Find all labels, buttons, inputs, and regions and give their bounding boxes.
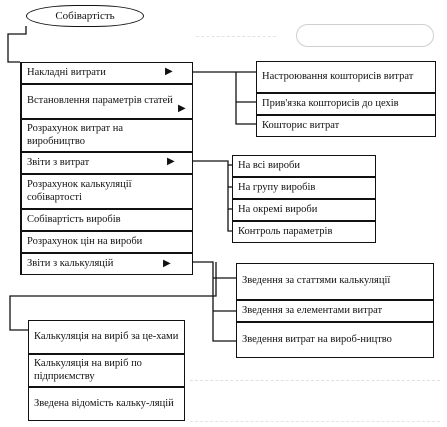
menu-item-product-cost-label: Собівартість виробів xyxy=(27,213,121,225)
menu-item-calc-cost[interactable]: Розрахунок калькуляції собівартості xyxy=(20,174,193,209)
submenu-item-summary-by-elements-label: Зведення за елементами витрат xyxy=(242,304,383,316)
submenu-item-estimate-binding-label: Прив'язка кошторисів до цехів xyxy=(262,97,399,109)
menu-item-article-params[interactable]: Встановлення параметрів статей xyxy=(20,84,193,119)
submenu-item-calc-by-enterprise-label: Калькуляція на виріб по підприємству xyxy=(34,358,142,382)
submenu-item-all-products-label: На всі вироби xyxy=(238,159,301,171)
submenu-item-product-group[interactable]: На групу виробів xyxy=(232,177,376,199)
submenu-item-summary-by-elements[interactable]: Зведення за елементами витрат xyxy=(236,300,434,322)
submenu-item-calc-by-workshops-label: Калькуляція на виріб за це-хами xyxy=(34,330,179,342)
submenu-item-param-control-label: Контроль параметрів xyxy=(238,225,333,237)
submenu-item-single-products[interactable]: На окремі вироби xyxy=(232,199,376,221)
menu-item-calc-reports[interactable]: Звіти з калькуляцій xyxy=(20,253,193,275)
submenu-item-summary-by-articles-label: Зведення за статтями калькуляції xyxy=(242,275,391,287)
faded-oval xyxy=(296,24,434,47)
submenu-item-calc-summary-sheet[interactable]: Зведена відомість кальку-ляцій xyxy=(28,387,185,421)
submenu-item-all-products[interactable]: На всі вироби xyxy=(232,155,376,177)
submenu-arrow-icon: ▶ xyxy=(163,258,171,269)
submenu-item-estimate-setup-label: Настроювання кошторисів витрат xyxy=(262,70,414,82)
menu-item-price-calc-label: Розрахунок цін на вироби xyxy=(27,235,143,247)
menu-item-cost-reports[interactable]: Звіти з витрат xyxy=(20,152,193,174)
submenu-item-cost-estimate[interactable]: Кошторис витрат xyxy=(256,115,436,137)
submenu-item-estimate-setup[interactable]: Настроювання кошторисів витрат xyxy=(256,61,436,93)
menu-item-calc-reports-label: Звіти з калькуляцій xyxy=(27,257,114,269)
submenu-item-cost-estimate-label: Кошторис витрат xyxy=(262,119,340,131)
scan-noise xyxy=(196,36,276,41)
menu-item-price-calc[interactable]: Розрахунок цін на вироби xyxy=(20,231,193,253)
menu-item-product-cost[interactable]: Собівартість виробів xyxy=(20,209,193,231)
submenu-item-param-control[interactable]: Контроль параметрів xyxy=(232,221,376,243)
submenu-item-calc-by-workshops[interactable]: Калькуляція на виріб за це-хами xyxy=(28,320,185,354)
submenu-item-summary-by-articles[interactable]: Зведення за статтями калькуляції xyxy=(236,263,434,300)
submenu-item-estimate-binding[interactable]: Прив'язка кошторисів до цехів xyxy=(256,93,436,115)
submenu-item-single-products-label: На окремі вироби xyxy=(238,203,318,215)
submenu-item-calc-summary-sheet-label: Зведена відомість кальку-ляцій xyxy=(34,397,174,409)
submenu-item-calc-by-enterprise[interactable]: Калькуляція на виріб по підприємству xyxy=(28,354,185,387)
root-node-label: Собівартість xyxy=(55,10,115,22)
menu-item-calc-cost-label: Розрахунок калькуляції собівартості xyxy=(27,179,132,203)
submenu-item-product-group-label: На групу виробів xyxy=(238,181,316,193)
submenu-arrow-icon: ▶ xyxy=(178,103,186,114)
menu-item-cost-reports-label: Звіти з витрат xyxy=(27,156,90,168)
menu-item-overhead[interactable]: Накладні витрати xyxy=(20,62,193,84)
root-node[interactable]: Собівартість xyxy=(26,5,144,27)
submenu-arrow-icon: ▶ xyxy=(167,156,175,167)
menu-item-overhead-label: Накладні витрати xyxy=(27,66,106,78)
menu-item-production-costs[interactable]: Розрахунок витрат на виробництво xyxy=(20,119,193,152)
menu-item-article-params-label: Встановлення параметрів статей xyxy=(27,95,173,107)
submenu-item-production-summary-label: Зведення витрат на вироб-ництво xyxy=(242,333,392,345)
scan-noise xyxy=(190,380,440,422)
submenu-arrow-icon: ▶ xyxy=(165,66,173,77)
submenu-item-production-summary[interactable]: Зведення витрат на вироб-ництво xyxy=(236,322,434,358)
menu-item-production-costs-label: Розрахунок витрат на виробництво xyxy=(27,123,124,147)
